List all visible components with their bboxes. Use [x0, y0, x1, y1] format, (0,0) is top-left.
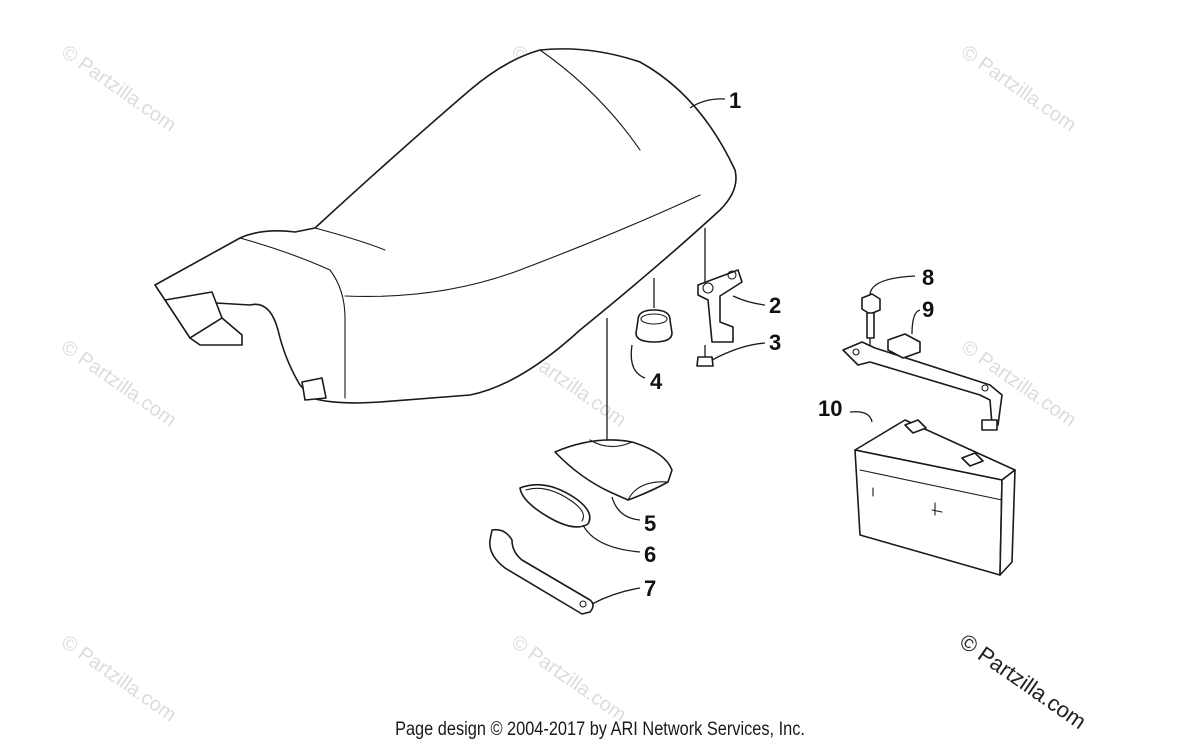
seat-part [154, 48, 737, 404]
callout-5: 5 [644, 511, 656, 536]
callout-4: 4 [650, 369, 663, 394]
battery-strap-part [842, 333, 1003, 431]
nut-part [696, 345, 714, 367]
battery-part [854, 419, 1016, 576]
rubber-band-part [519, 483, 591, 528]
watermark: © Partzilla.com [57, 631, 180, 726]
tool-pouch-part [554, 318, 673, 501]
page-footer: Page design © 2004-2017 by ARI Network S… [395, 719, 805, 740]
watermark: © Partzilla.com [957, 41, 1080, 136]
callout-6: 6 [644, 542, 656, 567]
bolt-part [861, 293, 881, 348]
spanner-wrench-part [488, 528, 594, 615]
callout-10: 10 [818, 396, 842, 421]
leader-lines [582, 98, 921, 605]
callout-9: 9 [922, 297, 934, 322]
callout-2: 2 [769, 293, 781, 318]
watermark: © Partzilla.com [57, 336, 180, 431]
watermark: © Partzilla.com [57, 41, 180, 136]
callout-3: 3 [769, 330, 781, 355]
latch-part [697, 228, 743, 343]
callout-1: 1 [729, 88, 741, 113]
callout-8: 8 [922, 265, 934, 290]
watermark: © Partzilla.com [507, 631, 630, 726]
bumper-part [635, 278, 673, 343]
callouts: 1 2 3 4 5 6 7 8 9 10 [644, 88, 934, 601]
callout-7: 7 [644, 576, 656, 601]
